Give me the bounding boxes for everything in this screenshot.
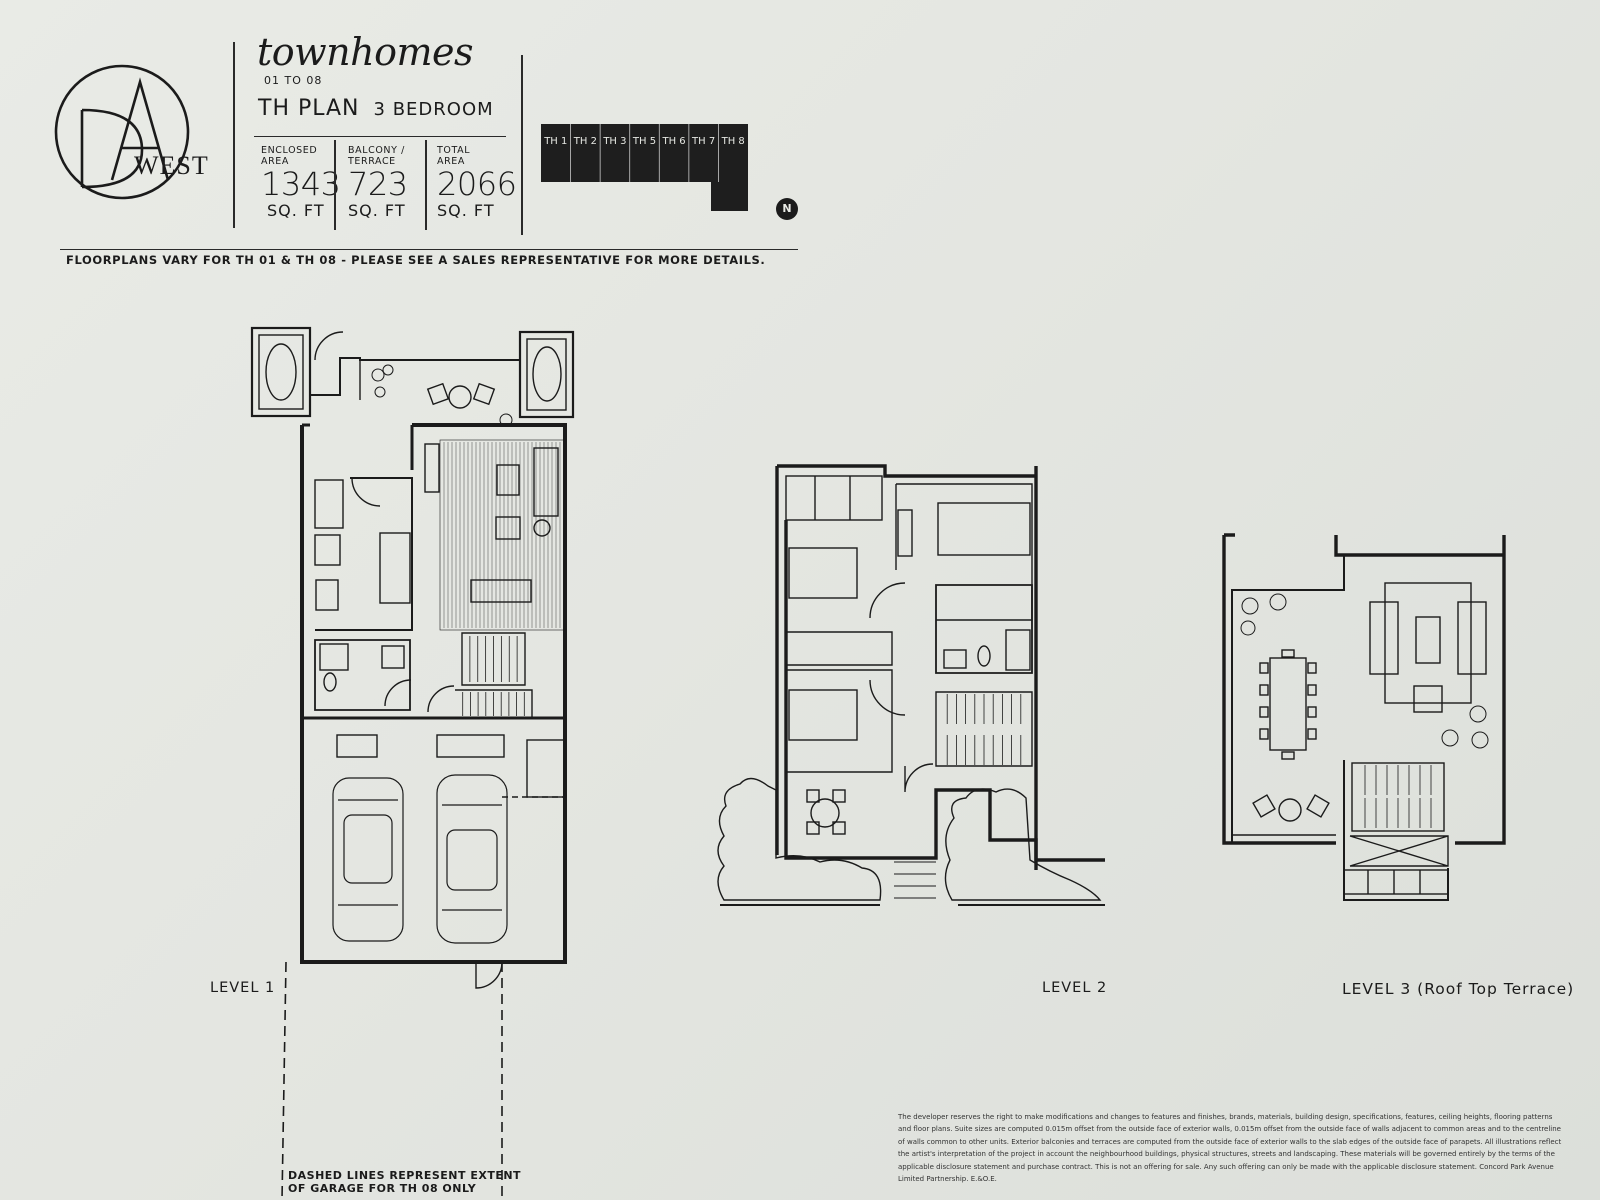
stat-label: ENCLOSED AREA	[261, 145, 318, 167]
level-3-label: LEVEL 3 (Roof Top Terrace)	[1342, 980, 1575, 998]
divider	[521, 55, 523, 235]
level2-plan	[717, 464, 1105, 906]
stat-balcony: BALCONY / TERRACE 723 SQ. FT	[348, 145, 423, 220]
stat-total: TOTAL AREA 2066 SQ. FT	[437, 145, 522, 220]
floorplan-notice: FLOORPLANS VARY FOR TH 01 & TH 08 - PLEA…	[66, 253, 766, 267]
unit-range: 01 TO 08	[264, 74, 323, 87]
keyplan-unit: TH 8	[721, 136, 745, 147]
stat-unit: SQ. FT	[267, 201, 325, 220]
keyplan-unit: TH 6	[661, 136, 685, 147]
stats-rule	[254, 136, 506, 138]
stat-unit: SQ. FT	[437, 201, 495, 220]
divider	[233, 42, 235, 228]
level-1-label: LEVEL 1	[210, 980, 276, 996]
keyplan-unit: TH 3	[602, 136, 626, 147]
logo-text: WEST	[134, 151, 209, 180]
stat-enclosed: ENCLOSED AREA 1343 SQ. FT	[261, 145, 341, 220]
plan-name: TH PLAN 3 BEDROOM	[258, 96, 494, 121]
stat-label: BALCONY / TERRACE	[348, 145, 405, 167]
divider	[425, 140, 427, 230]
keyplan-unit: TH 2	[573, 136, 597, 147]
level3-plan	[1222, 533, 1506, 901]
garage-note: DASHED LINES REPRESENT EXTENT OF GARAGE …	[288, 1169, 521, 1195]
stat-label: TOTAL AREA	[437, 145, 471, 167]
level1-plan	[250, 326, 575, 1200]
keyplan-unit: TH 5	[632, 136, 656, 147]
divider	[334, 140, 336, 230]
keyplan-unit: TH 7	[691, 136, 715, 147]
garage-note-line: OF GARAGE FOR TH 08 ONLY	[288, 1182, 477, 1195]
brand-logo: WEST	[54, 64, 209, 200]
key-plan: TH 1 TH 2 TH 3 TH 5 TH 6 TH 7 TH 8	[541, 124, 748, 211]
header-rule	[60, 249, 798, 251]
north-arrow-icon: N	[776, 198, 798, 220]
keyplan-unit: TH 1	[543, 136, 567, 147]
project-title: townhomes	[257, 30, 474, 74]
level-2-label: LEVEL 2	[1042, 980, 1108, 996]
stat-value: 2066	[437, 165, 517, 203]
garage-note-line: DASHED LINES REPRESENT EXTENT	[288, 1169, 522, 1182]
bedroom-count: 3 BEDROOM	[373, 99, 494, 120]
stat-value: 1343	[261, 165, 341, 203]
plan-title: TH PLAN	[258, 96, 360, 121]
stat-unit: SQ. FT	[348, 201, 406, 220]
legal-disclaimer: The developer reserves the right to make…	[898, 1113, 1562, 1184]
stat-value: 723	[348, 165, 408, 203]
